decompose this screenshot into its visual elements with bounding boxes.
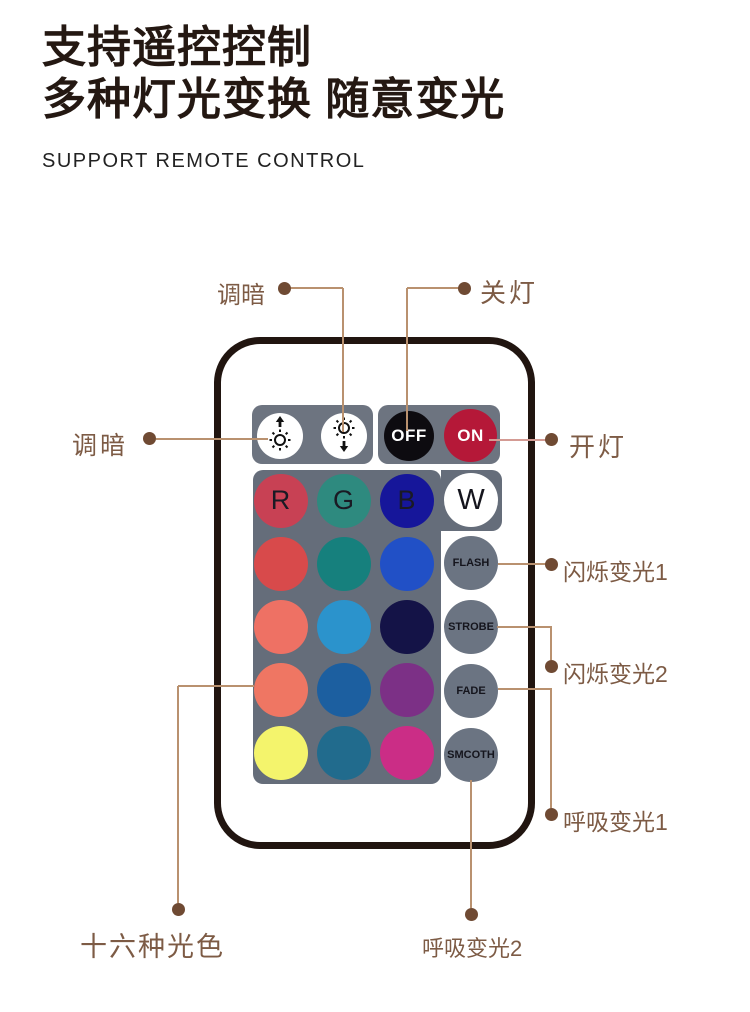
leader-dot-sixteen [172, 903, 185, 916]
leader-line-dim-left [156, 438, 268, 440]
leader-dot-flash2 [545, 660, 558, 673]
color-key-r5c1[interactable] [249, 721, 312, 784]
on-button-label: ON [457, 425, 484, 445]
leader-line-on [489, 439, 546, 441]
color-key-circle: R [253, 473, 308, 528]
color-key-r4c2[interactable] [312, 658, 375, 721]
page-title-line2: 多种灯光变换 随意变光 [42, 75, 506, 124]
leader-line-fade-h [498, 688, 552, 690]
color-key-circle [379, 662, 434, 717]
flash-button[interactable]: FLASH [444, 536, 498, 590]
leader-line-strobe-h [497, 626, 552, 628]
strobe-button[interactable]: STROBE [444, 600, 498, 654]
label-flash-1: 闪烁变光1 [563, 559, 668, 585]
color-key-circle [316, 536, 371, 591]
color-key-r2c3[interactable] [375, 532, 438, 595]
color-key-r4c1[interactable] [249, 658, 312, 721]
brightness-down-button[interactable] [321, 413, 367, 459]
brightness-up-button[interactable] [257, 413, 303, 459]
color-key-circle [379, 725, 434, 780]
label-dim-left: 调暗 [72, 432, 129, 460]
mode-column: FLASH STROBE FADE SMCOTH [444, 536, 498, 782]
off-button[interactable]: OFF [384, 411, 434, 461]
smcoth-button[interactable]: SMCOTH [444, 728, 498, 782]
on-button[interactable]: ON [444, 409, 497, 462]
leader-dot-off [458, 282, 471, 295]
color-key-r2c2[interactable] [312, 532, 375, 595]
color-key-circle [316, 599, 371, 654]
color-key-r3c3[interactable] [375, 595, 438, 658]
leader-dot-breath2 [465, 908, 478, 921]
color-key-circle [253, 599, 308, 654]
leader-dot-breath1 [545, 808, 558, 821]
color-key-circle: B [379, 473, 434, 528]
color-key-r2c1[interactable] [249, 532, 312, 595]
brightness-down-icon [329, 415, 359, 458]
color-key-circle [316, 725, 371, 780]
white-key-label: W [457, 483, 485, 516]
brightness-up-icon [265, 415, 295, 458]
leader-line-fade-v [550, 689, 552, 808]
leader-dot-on [545, 433, 558, 446]
color-key-circle [316, 662, 371, 717]
color-key-circle [253, 725, 308, 780]
label-light-on: 开灯 [569, 432, 628, 462]
leader-line-smooth-v [470, 780, 472, 908]
color-key-circle [253, 536, 308, 591]
label-breath-2: 呼吸变光2 [422, 936, 523, 961]
page-title-line1: 支持遥控控制 [42, 23, 312, 72]
white-key[interactable]: W [444, 473, 498, 527]
label-light-off: 关灯 [480, 278, 539, 308]
label-breath-1: 呼吸变光1 [563, 809, 668, 835]
leader-dot-dim-top [278, 282, 291, 295]
label-flash-2: 闪烁变光2 [563, 661, 668, 687]
leader-line-sixteen-h [178, 685, 254, 687]
color-key-circle [379, 599, 434, 654]
color-key-circle [379, 536, 434, 591]
leader-dot-flash1 [545, 558, 558, 571]
color-key-r4c3[interactable] [375, 658, 438, 721]
color-key-r5c2[interactable] [312, 721, 375, 784]
fade-button[interactable]: FADE [444, 664, 498, 718]
leader-dot-dim-left [143, 432, 156, 445]
color-key-circle: G [316, 473, 371, 528]
leader-line-dim-top-v [342, 288, 344, 432]
color-key-r1c1[interactable]: R [249, 469, 312, 532]
off-button-label: OFF [391, 426, 427, 445]
leader-line-off-v [406, 288, 408, 431]
color-key-circle [253, 662, 308, 717]
color-key-r5c3[interactable] [375, 721, 438, 784]
label-dim-top: 调暗 [217, 282, 265, 309]
leader-line-flash [498, 563, 546, 565]
color-key-r3c1[interactable] [249, 595, 312, 658]
leader-line-sixteen-v [177, 686, 179, 903]
page-subtitle: SUPPORT REMOTE CONTROL [42, 150, 366, 172]
leader-line-off-h [407, 287, 460, 289]
label-sixteen-colors: 十六种光色 [80, 932, 225, 962]
leader-line-dim-top-h [290, 287, 343, 289]
color-key-r3c2[interactable] [312, 595, 375, 658]
color-key-r1c2[interactable]: G [312, 469, 375, 532]
color-key-r1c3[interactable]: B [375, 469, 438, 532]
leader-line-strobe-v [550, 627, 552, 660]
